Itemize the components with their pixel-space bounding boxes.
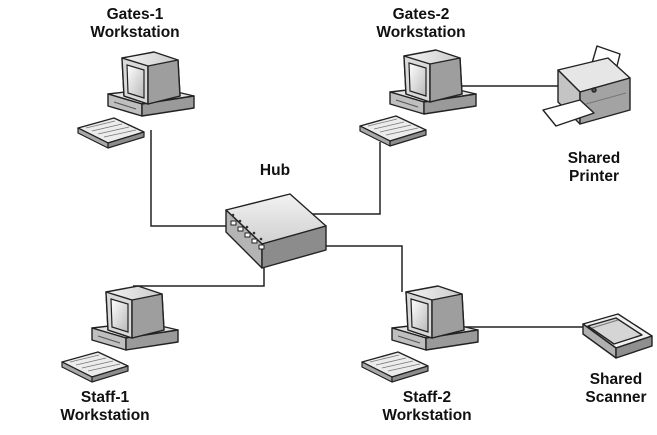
staff1-name: Staff-1 xyxy=(80,389,130,406)
gates1-name: Gates-1 xyxy=(106,6,164,23)
gates1-label: Gates-1 Workstation xyxy=(60,6,210,42)
scanner-label: Shared Scanner xyxy=(575,371,657,407)
staff1-label: Staff-1 Workstation xyxy=(30,389,180,425)
hub-icon xyxy=(225,193,327,269)
link-staff2-hub xyxy=(326,245,403,292)
gates2-type: Workstation xyxy=(376,24,466,41)
connections xyxy=(133,85,592,328)
staff2-label: Staff-2 Workstation xyxy=(352,389,502,425)
gates2-name: Gates-2 xyxy=(392,6,450,23)
staff2-workstation-icon xyxy=(361,285,479,383)
link-staff1-hub xyxy=(133,258,265,287)
gates1-workstation-icon xyxy=(77,51,195,149)
staff1-workstation-icon xyxy=(61,285,179,383)
scanner-icon xyxy=(582,313,653,359)
printer-label: Shared Printer xyxy=(553,150,635,186)
printer-icon xyxy=(542,45,631,127)
gates2-label: Gates-2 Workstation xyxy=(346,6,496,42)
link-gates2-hub xyxy=(306,142,381,215)
staff2-type: Workstation xyxy=(382,407,472,424)
gates1-type: Workstation xyxy=(90,24,180,41)
hub-name: Hub xyxy=(259,162,291,179)
link-gates1-hub xyxy=(150,130,238,227)
staff1-type: Workstation xyxy=(60,407,150,424)
staff2-name: Staff-2 xyxy=(402,389,452,406)
scanner-line1: Shared xyxy=(589,371,643,388)
scanner-line2: Scanner xyxy=(585,389,647,406)
hub-label: Hub xyxy=(250,162,300,180)
gates2-workstation-icon xyxy=(359,49,477,147)
printer-line2: Printer xyxy=(569,168,619,185)
printer-line1: Shared xyxy=(567,150,621,167)
